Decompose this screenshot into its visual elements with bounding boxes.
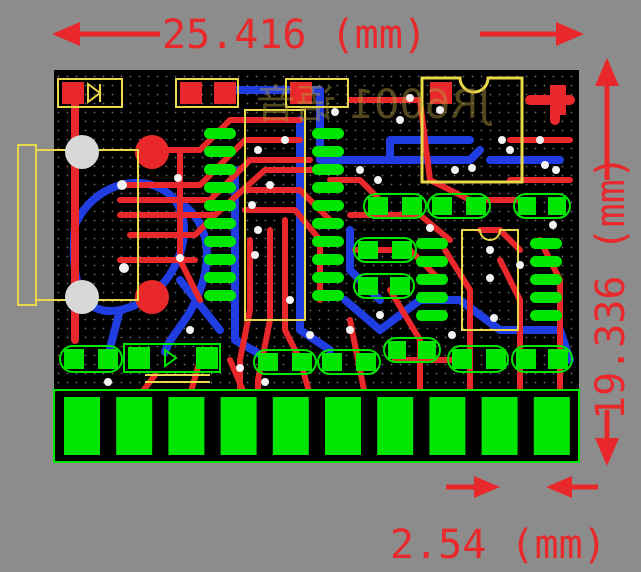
usb-connector <box>17 135 139 314</box>
mirrored-silkscreen-text: JR6001 语音 <box>256 82 493 128</box>
edge-connector-pin <box>481 397 518 455</box>
width-dimension-label: 25.416 (mm) <box>162 12 427 58</box>
edge-connector-pin <box>377 397 414 455</box>
edge-connector-pin <box>429 397 466 455</box>
edge-connector-pin <box>64 397 100 455</box>
edge-connector-pin <box>325 397 361 455</box>
ic2-pads <box>416 238 562 321</box>
passive-components <box>59 193 573 375</box>
vias <box>104 94 560 386</box>
silkscreen-text: JR6001 语音 <box>256 82 493 128</box>
edge-connector-pin <box>220 397 257 455</box>
height-dimension: 19.336 (mm) <box>588 58 634 466</box>
edge-connector-pin <box>116 397 153 455</box>
edge-connector-pin <box>168 397 205 455</box>
edge-connector-pin <box>272 397 309 455</box>
width-dimension: 25.416 (mm) <box>52 12 584 58</box>
height-dimension-label: 19.336 (mm) <box>588 155 634 420</box>
edge-connector <box>53 389 580 463</box>
left-red-pads <box>62 82 566 314</box>
pitch-dimension: 2.54 (mm) <box>390 476 607 568</box>
pitch-dimension-label: 2.54 (mm) <box>390 522 607 568</box>
edge-connector-pin <box>533 397 570 455</box>
ic1-pads <box>204 128 344 301</box>
silkscreen-layer <box>57 76 524 383</box>
